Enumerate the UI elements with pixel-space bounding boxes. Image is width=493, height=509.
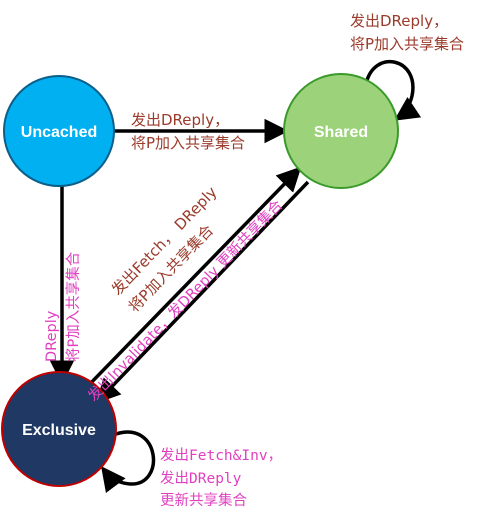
edge-exclusive-self-loop xyxy=(101,430,156,494)
label-uncached-to-exclusive-line2: 将P加入共享集合 xyxy=(65,251,82,362)
label-shared-self-line2: 将P加入共享集合 xyxy=(350,35,464,53)
edge-shared-to-exclusive xyxy=(95,180,310,404)
label-shared-self-line1: 发出DReply， xyxy=(350,12,448,30)
label-uncached-to-exclusive-line1: DReply xyxy=(44,310,60,362)
label-exclusive-self-line1: 发出Fetch&Inv， xyxy=(160,447,282,464)
edge-shared-self-loop xyxy=(364,59,422,121)
label-exclusive-self-line2: 发出DReply xyxy=(160,470,242,487)
node-uncached-circle xyxy=(3,75,115,187)
label-exclusive-self-line3: 更新共享集合 xyxy=(160,492,247,509)
node-uncached-label: Uncached xyxy=(21,124,97,141)
node-shared: Shared xyxy=(283,73,399,189)
label-uncached-to-shared-line2: 将P加入共享集合 xyxy=(131,134,245,152)
node-shared-circle xyxy=(283,73,399,189)
node-exclusive-circle xyxy=(1,371,117,487)
node-uncached: Uncached xyxy=(3,75,115,187)
node-exclusive-label: Exclusive xyxy=(22,422,96,439)
label-uncached-to-shared-line1: 发出DReply， xyxy=(131,111,229,129)
node-exclusive: Exclusive xyxy=(1,371,117,487)
edge-exclusive-to-shared xyxy=(82,166,302,392)
node-shared-label: Shared xyxy=(314,124,368,141)
